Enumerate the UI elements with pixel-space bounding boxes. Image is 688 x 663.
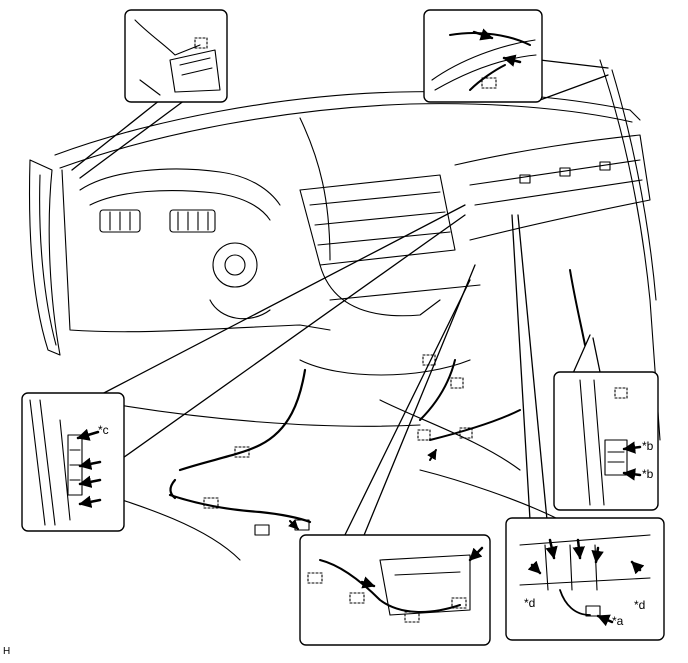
inset-bottom-right [505, 517, 665, 641]
inset-bottom-middle [299, 534, 491, 646]
callout-b-lower-label: *b [642, 467, 654, 481]
instrument-panel-assembly [28, 59, 661, 561]
callout-d-left-label: *d [524, 596, 536, 610]
callout-d-right-label: *d [634, 598, 646, 612]
inset-top-right [423, 9, 543, 103]
figure-id-label: H [3, 646, 11, 657]
inset-right [553, 371, 659, 511]
leader-lines [71, 59, 609, 546]
callout-c-label: *c [98, 423, 109, 437]
inset-top-left [124, 9, 228, 103]
callout-b-upper-label: *b [642, 439, 654, 453]
inset-left [21, 392, 125, 532]
callout-a-label: *a [612, 614, 624, 628]
